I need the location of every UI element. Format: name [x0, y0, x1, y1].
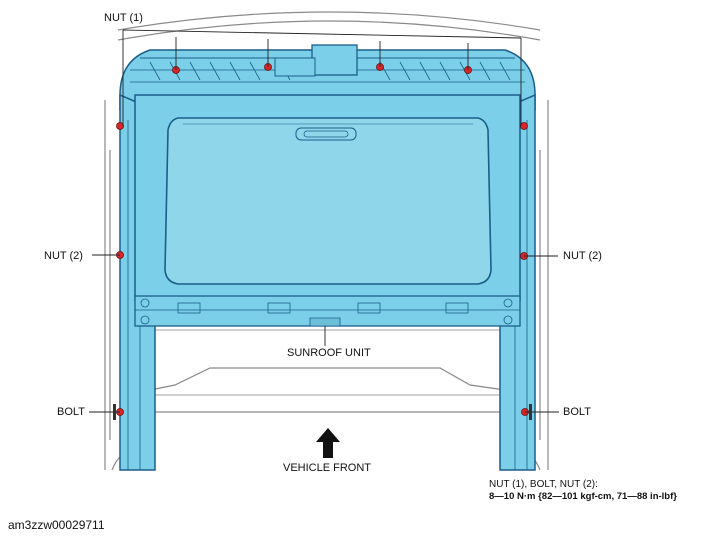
document-id: am3zzw00029711	[8, 518, 105, 532]
nut2-right-label: NUT (2)	[563, 250, 602, 262]
vehicle-front-arrow-icon	[316, 428, 340, 458]
sunroof-unit-label: SUNROOF UNIT	[287, 347, 371, 359]
bolt-left-label: BOLT	[57, 406, 85, 418]
torque-spec: NUT (1), BOLT, NUT (2): 8—10 N·m {82—101…	[489, 479, 677, 503]
bolt-right-label: BOLT	[563, 406, 591, 418]
vehicle-body-outline	[104, 11, 549, 471]
bolt-icons	[113, 404, 532, 420]
nut1-label: NUT (1)	[104, 12, 143, 24]
leader-lines	[89, 29, 559, 413]
torque-heading: NUT (1), BOLT, NUT (2):	[489, 479, 598, 490]
nut2-left-label: NUT (2)	[44, 250, 83, 262]
vehicle-front-label: VEHICLE FRONT	[283, 462, 372, 474]
nut1-fastener	[116, 122, 124, 130]
nut1-fastener	[520, 122, 528, 130]
torque-value: 8—10 N·m {82—101 kgf-cm, 71—88 in-lbf}	[489, 491, 677, 502]
sunroof-glass	[164, 117, 492, 285]
